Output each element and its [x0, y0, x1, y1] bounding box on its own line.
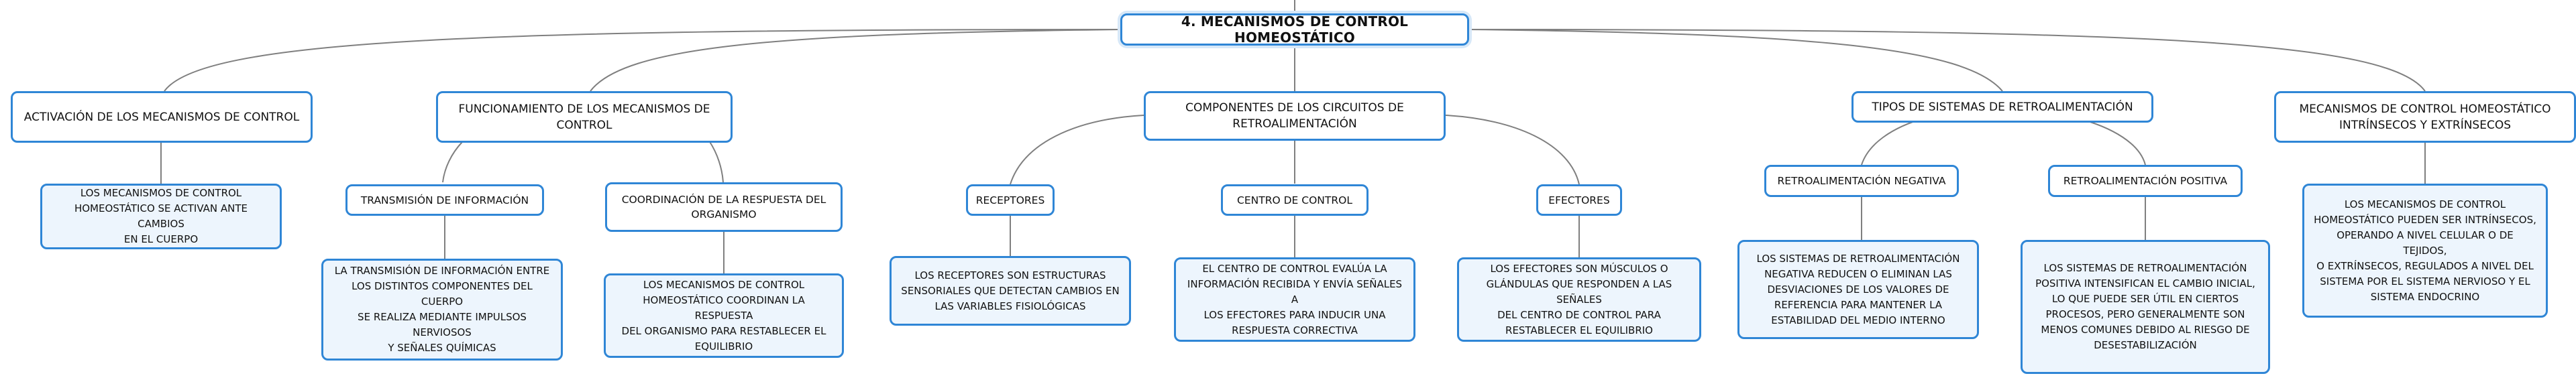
- branch-funcionamiento[interactable]: FUNCIONAMIENTO DE LOS MECANISMOS DE CONT…: [436, 91, 733, 143]
- detail-retro-positiva[interactable]: LOS SISTEMAS DE RETROALIMENTACIÓN POSITI…: [2021, 240, 2270, 374]
- detail-activacion[interactable]: LOS MECANISMOS DE CONTROL HOMEOSTÁTICO S…: [40, 184, 282, 249]
- detail-centro-de-control[interactable]: EL CENTRO DE CONTROL EVALÚA LA INFORMACI…: [1174, 257, 1415, 342]
- detail-intrinsecos-extrinsecos[interactable]: LOS MECANISMOS DE CONTROL HOMEOSTÁTICO P…: [2302, 184, 2548, 318]
- detail-efectores[interactable]: LOS EFECTORES SON MÚSCULOS O GLÁNDULAS Q…: [1457, 257, 1701, 342]
- connector-root-branch-4: [1468, 29, 2003, 92]
- connector-root-branch-2: [590, 29, 1121, 92]
- detail-retro-negativa[interactable]: LOS SISTEMAS DE RETROALIMENTACIÓN NEGATI…: [1737, 240, 1979, 339]
- branch-tipos[interactable]: TIPOS DE SISTEMAS DE RETROALIMENTACIÓN: [1851, 91, 2153, 123]
- node-receptores[interactable]: RECEPTORES: [966, 184, 1055, 216]
- node-retro-positiva[interactable]: RETROALIMENTACIÓN POSITIVA: [2048, 165, 2243, 197]
- root-topic[interactable]: 4. MECANISMOS DE CONTROL HOMEOSTÁTICO: [1120, 13, 1469, 46]
- connector-root-branch-1: [164, 29, 1121, 92]
- connector-branch-3-child-1: [1010, 115, 1144, 185]
- connector-branch-4-child-1: [1861, 117, 1926, 166]
- detail-transmision[interactable]: LA TRANSMISIÓN DE INFORMACIÓN ENTRE LOS …: [321, 259, 563, 361]
- connector-root-branch-5: [1468, 29, 2426, 92]
- node-retro-negativa[interactable]: RETROALIMENTACIÓN NEGATIVA: [1764, 165, 1959, 197]
- node-transmision[interactable]: TRANSMISIÓN DE INFORMACIÓN: [345, 184, 544, 216]
- detail-receptores[interactable]: LOS RECEPTORES SON ESTRUCTURAS SENSORIAL…: [890, 256, 1131, 326]
- detail-coordinacion[interactable]: LOS MECANISMOS DE CONTROL HOMEOSTÁTICO C…: [604, 273, 844, 358]
- branch-intrinsecos-extrinsecos[interactable]: MECANISMOS DE CONTROL HOMEOSTÁTICO INTRÍ…: [2274, 91, 2576, 143]
- node-efectores[interactable]: EFECTORES: [1536, 184, 1622, 216]
- branch-activacion[interactable]: ACTIVACIÓN DE LOS MECANISMOS DE CONTROL: [11, 91, 313, 143]
- branch-componentes[interactable]: COMPONENTES DE LOS CIRCUITOS DE RETROALI…: [1144, 91, 1446, 141]
- node-coordinacion[interactable]: COORDINACIÓN DE LA RESPUESTA DEL ORGANIS…: [605, 182, 843, 232]
- connector-branch-3-child-3: [1445, 115, 1580, 185]
- node-centro-de-control[interactable]: CENTRO DE CONTROL: [1221, 184, 1368, 216]
- connector-branch-4-child-2: [2076, 117, 2146, 166]
